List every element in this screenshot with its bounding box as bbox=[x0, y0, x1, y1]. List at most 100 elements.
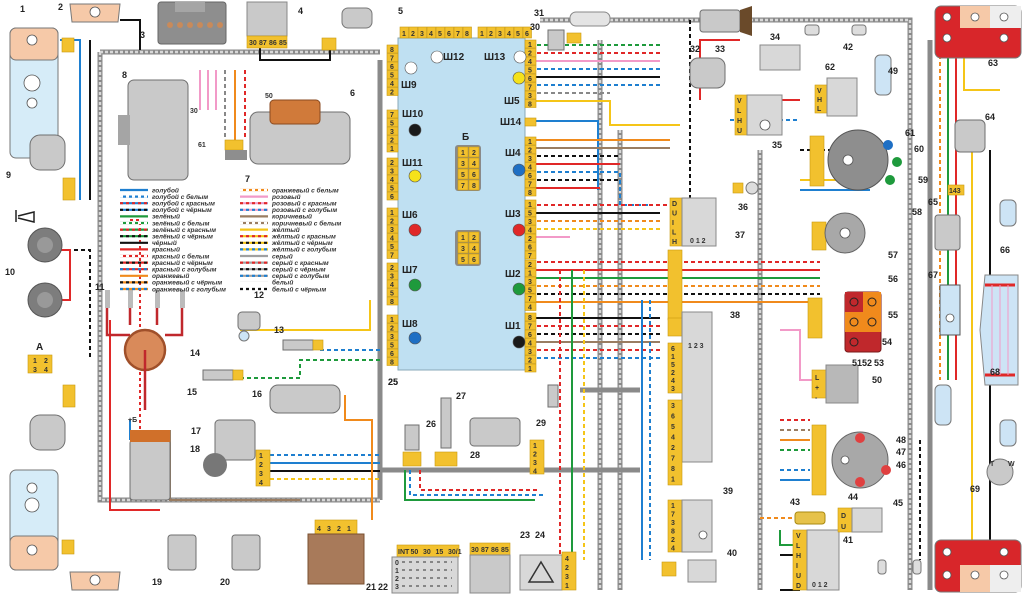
pin-label: D bbox=[841, 513, 846, 520]
pin-label: 4 bbox=[528, 305, 532, 312]
component-label-50: 50 bbox=[872, 375, 882, 385]
pin-cell bbox=[386, 174, 399, 184]
generator-8: 30 61 bbox=[118, 79, 206, 181]
connector-dot-sh8 bbox=[408, 331, 422, 345]
spark-plugs-11 bbox=[105, 290, 185, 308]
pin-label: 8 bbox=[671, 466, 675, 473]
gauge-44-48 bbox=[811, 424, 891, 496]
pin-label: 8 bbox=[390, 299, 394, 306]
component-label-42: 42 bbox=[843, 42, 853, 52]
component-label-25: 25 bbox=[388, 377, 398, 387]
component-label-11: 11 bbox=[95, 282, 105, 292]
component-label-56: 56 bbox=[888, 274, 898, 284]
svg-text:+Б: +Б bbox=[128, 417, 137, 424]
component-label-63: 63 bbox=[988, 58, 998, 68]
pin-cell bbox=[524, 321, 537, 330]
pin-cell bbox=[524, 329, 537, 339]
legend-label: жёлтый с красным bbox=[271, 233, 336, 241]
component-label-46: 46 bbox=[896, 460, 906, 470]
pin-label: 6 bbox=[528, 245, 532, 252]
connector-dot-sh11 bbox=[408, 169, 422, 183]
pin-label: 8 bbox=[671, 529, 675, 536]
pin-label: 3 bbox=[528, 279, 532, 286]
pin-cell bbox=[386, 348, 399, 358]
component-label-25: 25 bbox=[388, 377, 398, 387]
pin-label: V bbox=[796, 533, 801, 540]
svg-text:T: T bbox=[990, 461, 995, 468]
lamp-36 bbox=[732, 181, 759, 195]
legend-label: розовый bbox=[271, 193, 301, 201]
pin-label: H bbox=[672, 239, 677, 246]
component-label-6: 6 bbox=[350, 88, 355, 98]
pin-cell bbox=[524, 179, 537, 188]
pin-cell bbox=[386, 183, 399, 192]
wiper-motor-9-bottom bbox=[29, 384, 76, 451]
switch-26 bbox=[402, 424, 422, 467]
pin-label: 30 bbox=[423, 549, 431, 556]
pin-cell bbox=[468, 231, 480, 243]
pin-label: 6 bbox=[472, 172, 476, 179]
pin-cell bbox=[399, 26, 409, 39]
pin-cell bbox=[457, 253, 469, 265]
pin-label: 86 bbox=[491, 547, 499, 554]
relay-45: DU bbox=[837, 507, 883, 533]
component-label-26: 26 bbox=[426, 419, 436, 429]
component-label-24: 24 bbox=[535, 530, 545, 540]
pin-label: 3 bbox=[390, 227, 394, 234]
pin-label: 1 bbox=[390, 210, 394, 217]
legend-label: оранжевый с голубым bbox=[152, 285, 226, 293]
pin-label: 5 bbox=[390, 343, 394, 350]
svg-text:W: W bbox=[1008, 461, 1015, 468]
pin-label: 3 bbox=[327, 526, 331, 533]
svg-text:143: 143 bbox=[949, 188, 961, 195]
legend-label: голубой с красным bbox=[152, 200, 215, 208]
pin-cell bbox=[386, 224, 399, 234]
pin-cell bbox=[386, 357, 399, 366]
connector-dot-sh5 bbox=[512, 71, 526, 85]
component-label-38: 38 bbox=[730, 310, 740, 320]
sensor-27 bbox=[434, 397, 458, 467]
lamp-49-bottom bbox=[934, 384, 952, 426]
component-label-29: 29 bbox=[536, 418, 546, 428]
component-label-66: 66 bbox=[1000, 245, 1010, 255]
pin-label: 2 bbox=[671, 537, 675, 544]
component-label-47: 47 bbox=[896, 447, 906, 457]
pin-label: V bbox=[817, 88, 822, 95]
component-label-51: 51 bbox=[852, 358, 862, 368]
pump-19 bbox=[167, 534, 197, 571]
connector-label-sh7: Ш7 bbox=[402, 265, 418, 276]
pin-label: 8 bbox=[528, 102, 532, 109]
component-label-8: 8 bbox=[122, 70, 127, 80]
pin-label: 5 bbox=[671, 424, 675, 431]
connector-label-sh14: Ш14 bbox=[500, 117, 522, 128]
pin-label: 6 bbox=[447, 31, 451, 38]
pin-label: 3 bbox=[528, 219, 532, 226]
pin-label: - bbox=[815, 395, 818, 402]
pin-label: 2 bbox=[390, 326, 394, 333]
pin-cell bbox=[468, 146, 480, 158]
pin-cell bbox=[386, 323, 399, 332]
svg-text:50: 50 bbox=[265, 93, 273, 100]
pin-label: 5 bbox=[390, 244, 394, 251]
pin-label: 1 bbox=[528, 271, 532, 278]
pin-cell bbox=[435, 26, 445, 39]
legend-label: красный с белым bbox=[152, 252, 209, 260]
connector-label-sh13: Ш13 bbox=[484, 52, 506, 63]
pin-label: 1 bbox=[259, 453, 263, 460]
pin-cell bbox=[524, 65, 537, 74]
lamps-42 bbox=[804, 24, 922, 575]
pin-label: 3 bbox=[671, 520, 675, 527]
pin-label: 7 bbox=[528, 85, 532, 92]
pin-label: 7 bbox=[528, 296, 532, 303]
component-label-58: 58 bbox=[912, 207, 922, 217]
pin-label: 1 bbox=[461, 235, 465, 242]
pin-label: L bbox=[817, 106, 822, 113]
pin-label: 3 bbox=[671, 403, 675, 410]
connector-dot-sh10 bbox=[408, 123, 422, 137]
pin-cell bbox=[457, 157, 469, 169]
